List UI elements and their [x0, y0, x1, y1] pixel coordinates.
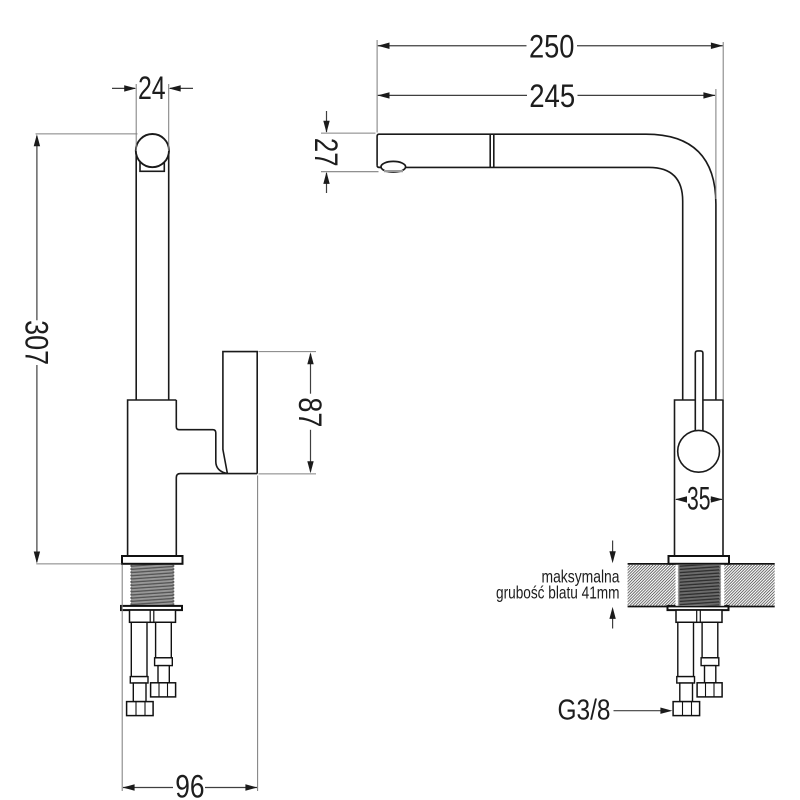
svg-text:G3/8: G3/8 [558, 695, 611, 727]
svg-text:245: 245 [529, 77, 575, 114]
svg-text:grubość blatu 41mm: grubość blatu 41mm [496, 582, 620, 602]
svg-text:27: 27 [308, 138, 345, 167]
svg-text:24: 24 [138, 69, 166, 106]
svg-text:307: 307 [19, 320, 56, 365]
svg-text:35: 35 [687, 479, 711, 516]
svg-text:87: 87 [292, 397, 329, 427]
svg-text:maksymalna: maksymalna [542, 566, 620, 586]
svg-text:96: 96 [175, 768, 204, 800]
svg-text:250: 250 [529, 28, 575, 65]
